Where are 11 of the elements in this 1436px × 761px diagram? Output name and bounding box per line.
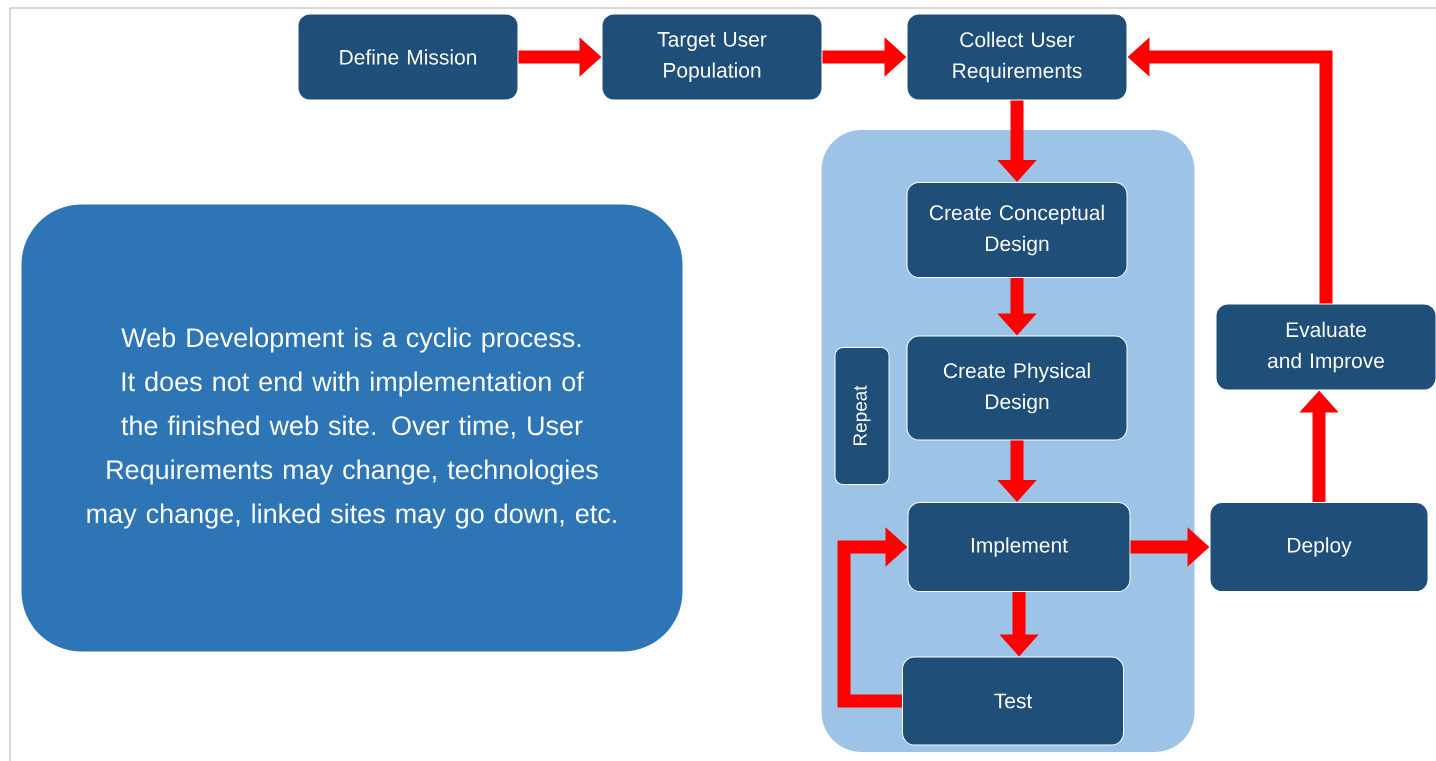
process-box: Collect User Requirements: [906, 13, 1128, 101]
process-box: Create Conceptual Design: [906, 182, 1128, 278]
repeat-box: Repeat: [834, 347, 890, 485]
process-box: Deploy: [1209, 502, 1429, 592]
process-box: Test: [902, 656, 1124, 746]
process-box: Target User Population: [601, 13, 823, 101]
note-box: Web Development is a cyclic process. It does not end with implementation of the finished web site. Over time, User Requirements may change, technologies may change, linked sites may go down, etc.: [21, 204, 683, 652]
process-box: Evaluate and Improve: [1215, 303, 1436, 391]
process-box: Create Physical Design: [906, 335, 1128, 441]
process-box: Implement: [907, 502, 1131, 592]
process-box: Define Mission: [297, 13, 519, 101]
